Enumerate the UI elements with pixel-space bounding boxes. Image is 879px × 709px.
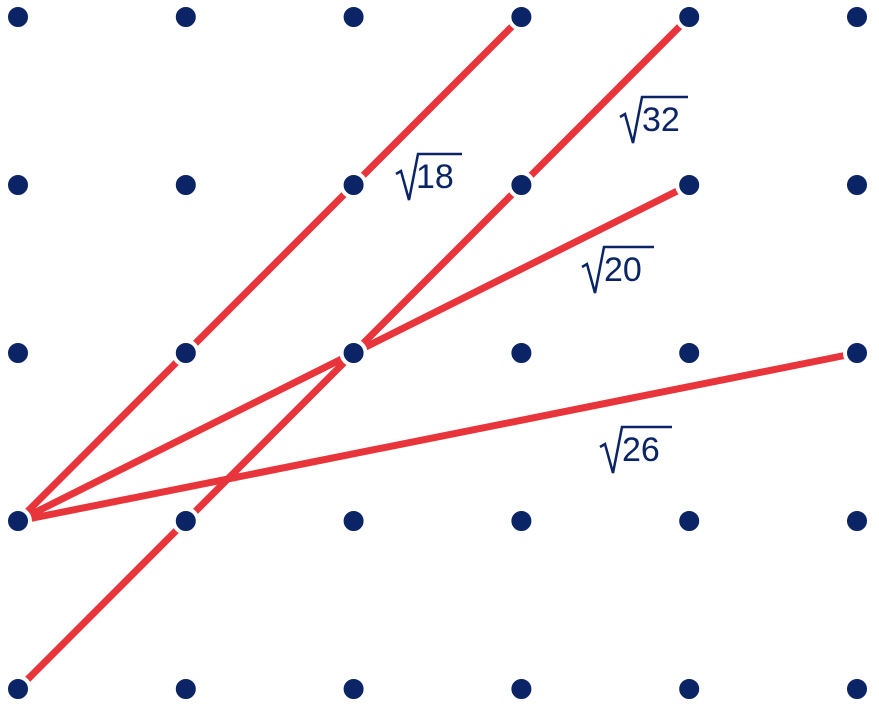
- radical-sign-icon: [581, 245, 654, 294]
- grid-dot: [507, 339, 536, 367]
- grid-dot: [4, 339, 32, 367]
- grid-dot: [171, 507, 200, 535]
- grid-dot: [675, 675, 704, 703]
- grid-dot: [507, 171, 536, 199]
- grid-dot: [4, 171, 32, 199]
- grid-dot: [171, 339, 200, 367]
- grid-dot: [171, 675, 200, 703]
- label-text: 26: [622, 431, 660, 469]
- radical-sign-icon: [599, 425, 672, 474]
- radical-sign-icon: [395, 152, 462, 201]
- radical-sign-icon: [619, 95, 688, 144]
- grid-dot: [507, 3, 536, 31]
- grid-dot: [843, 3, 871, 31]
- grid-dot: [4, 507, 32, 535]
- label-sqrt18: 18: [395, 152, 462, 201]
- grid-dot: [675, 3, 704, 31]
- grid-dot: [171, 171, 200, 199]
- label-sqrt32: 32: [619, 95, 688, 144]
- grid-dot: [507, 507, 536, 535]
- segment-sqrt26: [17, 349, 858, 525]
- label-sqrt26: 26: [599, 425, 672, 474]
- grid-dot: [339, 507, 368, 535]
- grid-dot: [843, 675, 871, 703]
- grid-dot: [339, 171, 368, 199]
- label-sqrt20: 20: [581, 245, 654, 294]
- segment-sqrt18: [15, 14, 524, 524]
- grid-dot: [843, 507, 871, 535]
- grid-dot: [4, 675, 32, 703]
- grid-dot: [843, 339, 871, 367]
- grid-dot: [675, 171, 704, 199]
- grid-dot: [675, 339, 704, 367]
- label-text: 20: [604, 251, 642, 289]
- grid-dot: [339, 675, 368, 703]
- label-text: 32: [642, 101, 680, 139]
- grid-dot: [339, 339, 368, 367]
- grid-dot: [507, 675, 536, 703]
- grid-dot: [339, 3, 368, 31]
- grid-dot: [4, 3, 32, 31]
- grid-dot: [171, 3, 200, 31]
- label-text: 18: [416, 158, 454, 196]
- grid-dot: [843, 171, 871, 199]
- grid-dot: [675, 507, 704, 535]
